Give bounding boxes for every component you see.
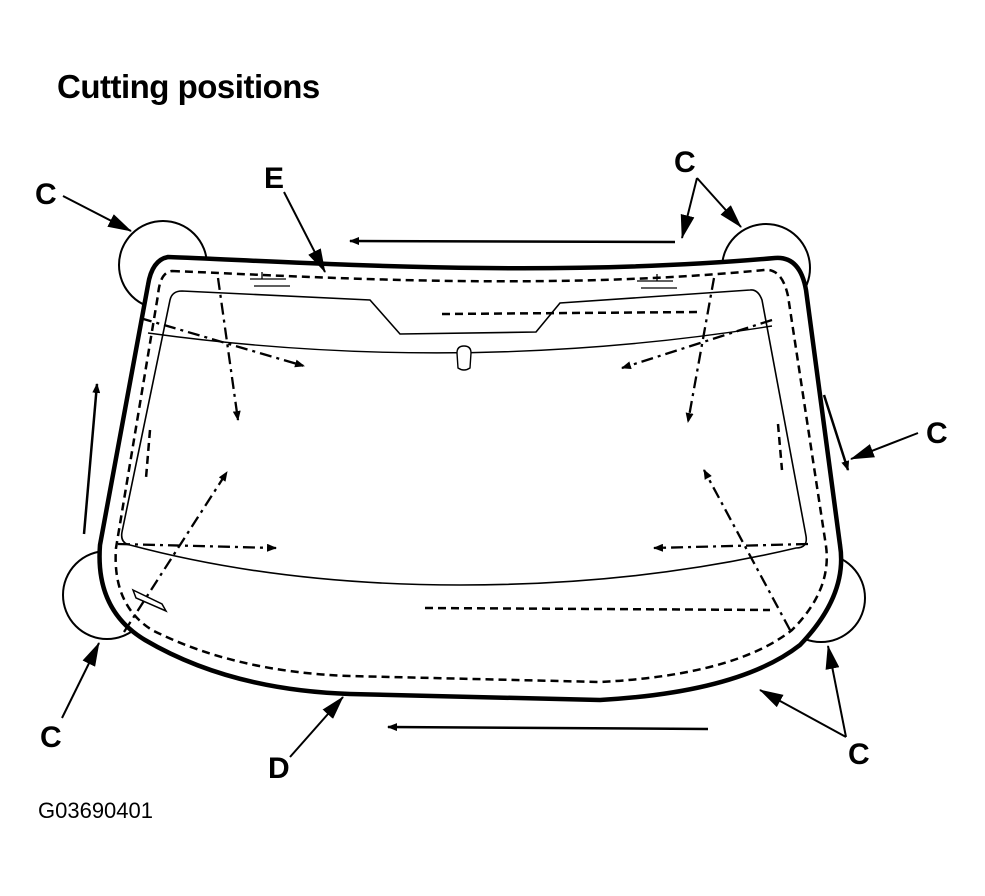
callout-d-bottom: D xyxy=(268,752,290,785)
callout-c-top-left: C xyxy=(35,178,57,211)
cutting-wire-paths xyxy=(117,277,809,633)
windshield-outline xyxy=(97,254,844,703)
mirror-mount-icon xyxy=(456,345,472,371)
callout-c-right: C xyxy=(926,417,948,450)
wire-direction-arrows xyxy=(82,237,850,732)
figure-id: G03690401 xyxy=(38,798,153,823)
callout-e-top: E xyxy=(264,162,284,195)
callout-c-top-right: C xyxy=(674,146,696,179)
callout-leaders xyxy=(61,177,919,758)
vin-window-mark xyxy=(131,588,168,613)
callout-c-bottom-left: C xyxy=(40,721,62,754)
inner-dashed-lines xyxy=(144,310,784,612)
callout-c-bottom-right: C xyxy=(848,738,870,771)
urethane-dashed-line xyxy=(114,268,828,684)
clip-marks xyxy=(250,272,677,289)
diagram-title: Cutting positions xyxy=(57,68,320,105)
inner-ceramic-border xyxy=(120,289,808,586)
